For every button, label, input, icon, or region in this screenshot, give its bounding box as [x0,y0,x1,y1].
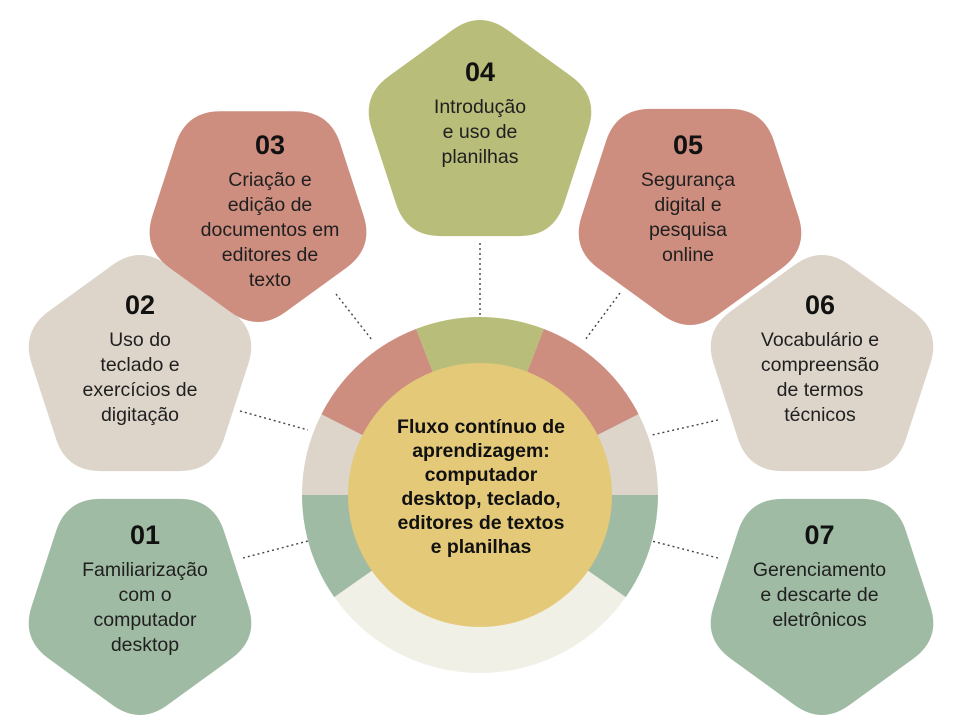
center-circle [348,363,612,627]
step-02-label: Uso do teclado e exercícios de digitação [82,329,198,426]
ring-segment-04 [416,317,544,378]
step-03-number: 03 [254,130,286,160]
pentagons [28,20,934,715]
ring-segment-03 [321,328,435,438]
step-03-pentagon [149,111,367,322]
step-02-text: 02 Uso do teclado e exercícios de digita… [35,290,245,428]
step-04-number: 04 [464,57,496,87]
step-01-label: Familiarização com o computador desktop [82,559,208,656]
connector-01 [242,540,309,559]
step-02-pentagon [28,255,252,472]
connector-05 [584,292,621,341]
ring-segment-01 [302,495,377,598]
step-07-number: 07 [804,520,835,550]
connector-02 [239,410,309,431]
step-01-text: 01 Familiarização com o computador deskt… [40,520,250,658]
step-06-pentagon [710,255,934,472]
step-07-label: Gerenciamento e descarte de eletrônicos [752,559,887,631]
step-06-number: 06 [804,290,836,320]
step-05-pentagon [578,108,802,326]
step-05-text: 05 Segurança digital e pesquisa online [583,130,793,268]
step-01-pentagon [28,498,252,715]
ring-segment-bottom [334,567,626,673]
connector-03 [335,293,373,341]
connectors [239,243,719,559]
step-03-text: 03 Criação e edição de documentos em edi… [160,130,380,293]
step-05-label: Segurança digital e pesquisa online [640,169,736,266]
connector-07 [651,540,719,559]
step-04-text: 04 Introdução e uso de planilhas [375,57,585,170]
step-01-number: 01 [129,520,161,550]
connector-06 [651,419,719,436]
step-06-label: Vocabulário e compreensão de termos técn… [760,329,880,426]
step-04-pentagon [368,20,592,237]
step-07-pentagon [710,498,934,715]
center-title: Fluxo contínuo de aprendizagem: computad… [397,416,565,558]
step-03-label: Criação e edição de documentos em editor… [200,169,340,291]
step-07-text: 07 Gerenciamento e descarte de eletrônic… [712,520,927,633]
step-06-text: 06 Vocabulário e compreensão de termos t… [715,290,925,428]
step-02-number: 02 [124,290,156,320]
ring-segment-05 [525,328,639,438]
step-04-label: Introdução e uso de planilhas [433,96,527,168]
step-05-number: 05 [672,130,704,160]
ring-segment-07 [583,495,658,598]
